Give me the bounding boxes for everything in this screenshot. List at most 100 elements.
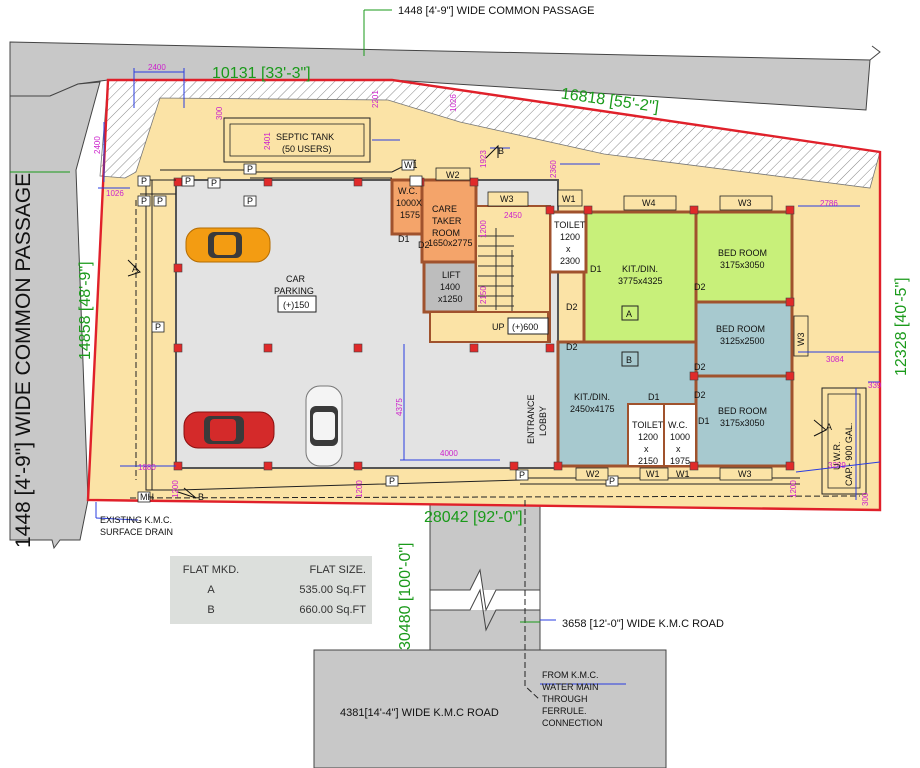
window-boxes — [435, 167, 809, 481]
car-orange — [185, 227, 271, 263]
pit-label: P — [157, 196, 163, 206]
door-label: D1 — [648, 392, 660, 402]
dim-left: 14858 [48'-9"] — [77, 261, 94, 360]
dim-small: 2450 — [504, 211, 522, 220]
uwr-label: U.W.R. — [832, 442, 842, 471]
passage-pointers — [10, 9, 540, 623]
dim-small: 1200 — [355, 480, 364, 498]
stair-up-label: UP — [492, 322, 505, 332]
lift-label: x1250 — [438, 294, 463, 304]
water-main-note: FROM K.M.C. — [542, 670, 599, 680]
dim-small: 1200 — [789, 480, 798, 498]
water-main-note: FERRULE. — [542, 706, 587, 716]
dim-small: 4000 — [440, 449, 458, 458]
dim-small: 339 — [868, 381, 882, 390]
flat-b-bedroom1 — [694, 300, 794, 378]
drain-note: EXISTING K.M.C. — [100, 515, 172, 525]
flat-a-mark: A — [626, 309, 632, 319]
window-label: W3 — [796, 333, 806, 347]
dim-small: 3084 — [826, 355, 844, 364]
water-line — [129, 200, 861, 701]
door-label: D2 — [694, 390, 706, 400]
kit-b-label: KIT./DIN. — [574, 392, 610, 402]
uwr-tank — [821, 387, 867, 495]
bed-b2-size: 3175x3050 — [720, 418, 765, 428]
window-label: W2 — [446, 170, 460, 180]
lift-label: 1400 — [440, 282, 460, 292]
bed-b1-size: 3125x2500 — [720, 336, 765, 346]
car-red — [183, 411, 275, 449]
pit-label: P — [247, 196, 253, 206]
flat-a-bedroom — [694, 210, 794, 304]
dimension-lines — [95, 68, 881, 685]
dim-top-right: 16818 [55'-2"] — [560, 86, 660, 117]
pit-label: P — [141, 176, 147, 186]
dim-bottom: 28042 [92'-0"] — [424, 509, 523, 526]
pit-label: P — [389, 476, 395, 486]
caretaker-label: ROOM — [432, 228, 460, 238]
floor-level-box — [507, 317, 549, 335]
septic-label: (50 USERS) — [282, 144, 332, 154]
dim-small: 300 — [861, 492, 870, 506]
window-label: W3 — [500, 194, 514, 204]
toilet-b-label: TOILET — [632, 420, 664, 430]
flat-table-header-mkd: FLAT MKD. — [182, 564, 240, 576]
dim-small: 4375 — [395, 398, 404, 416]
section-b-mark: B — [498, 146, 504, 156]
toilet-b-label: 1200 — [638, 432, 658, 442]
caretaker-size: 1650x2775 — [428, 238, 473, 248]
flat-b-mark-box — [621, 351, 639, 367]
lift-label: LIFT — [442, 270, 461, 280]
floor-level: (+)600 — [512, 322, 538, 332]
dim-small: 2786 — [820, 199, 838, 208]
stair-treads — [478, 228, 514, 330]
kit-a-label: KIT./DIN. — [622, 264, 658, 274]
dim-small: 1200 — [479, 220, 488, 238]
dim-small: 3289 — [828, 461, 846, 470]
passage-top-label: 1448 [4'-9"] WIDE COMMON PASSAGE — [398, 5, 595, 17]
drain-note: SURFACE DRAIN — [100, 527, 173, 537]
caretaker-label: CARE — [432, 204, 457, 214]
bed-a-label: BED ROOM — [718, 248, 767, 258]
door-label: D1 — [590, 264, 602, 274]
window-label: W1 — [404, 160, 418, 170]
flat-table-size: 535.00 Sq.FT — [299, 584, 366, 596]
toilet-b-label: 2150 — [638, 456, 658, 466]
flat-table-flat: A — [207, 584, 215, 596]
wc-b-label: 1000 — [670, 432, 690, 442]
dim-right: 12328 [40'-5"] — [893, 277, 910, 376]
dim-small: 1026 — [449, 94, 458, 112]
septic-tank-inner — [229, 123, 365, 157]
flat-a-mark-box — [621, 305, 639, 321]
bed-b1-label: BED ROOM — [716, 324, 765, 334]
uwr-tank-inner — [827, 393, 861, 489]
dim-small: 1200 — [171, 480, 180, 498]
section-a-mark: A — [826, 422, 832, 432]
bed-b2-label: BED ROOM — [718, 406, 767, 416]
dim-small: 2201 — [371, 90, 380, 108]
dim-small: 1923 — [479, 150, 488, 168]
dim-small: 2150 — [479, 286, 488, 304]
flat-size-table: FLAT MKD. FLAT SIZE. A 535.00 Sq.FT B 66… — [170, 556, 372, 624]
flat-table-flat: B — [207, 604, 215, 616]
flat-table-header: FLAT MKD. FLAT SIZE. — [170, 564, 372, 582]
pit-label: P — [247, 164, 253, 174]
kit-a-size: 3775x4325 — [618, 276, 663, 286]
pit-label: P — [519, 470, 525, 480]
parking-level-box — [277, 295, 317, 313]
flat-a-toilet — [548, 210, 588, 274]
lift-shaft — [422, 260, 478, 314]
kmc-road — [313, 505, 667, 768]
door-label: D2 — [566, 302, 578, 312]
parking-label: PARKING — [274, 286, 314, 296]
pit-label: P — [141, 196, 147, 206]
flat-b-bedroom2 — [694, 374, 794, 468]
dim-small: 300 — [215, 106, 224, 120]
wc-b-label: x — [676, 444, 681, 454]
wc-label: W.C. — [398, 186, 418, 196]
kit-b-size: 2450x4175 — [570, 404, 615, 414]
road-bottom-label: 4381[14'-4"] WIDE K.M.C ROAD — [340, 707, 499, 719]
dim-small: 2360 — [549, 160, 558, 178]
